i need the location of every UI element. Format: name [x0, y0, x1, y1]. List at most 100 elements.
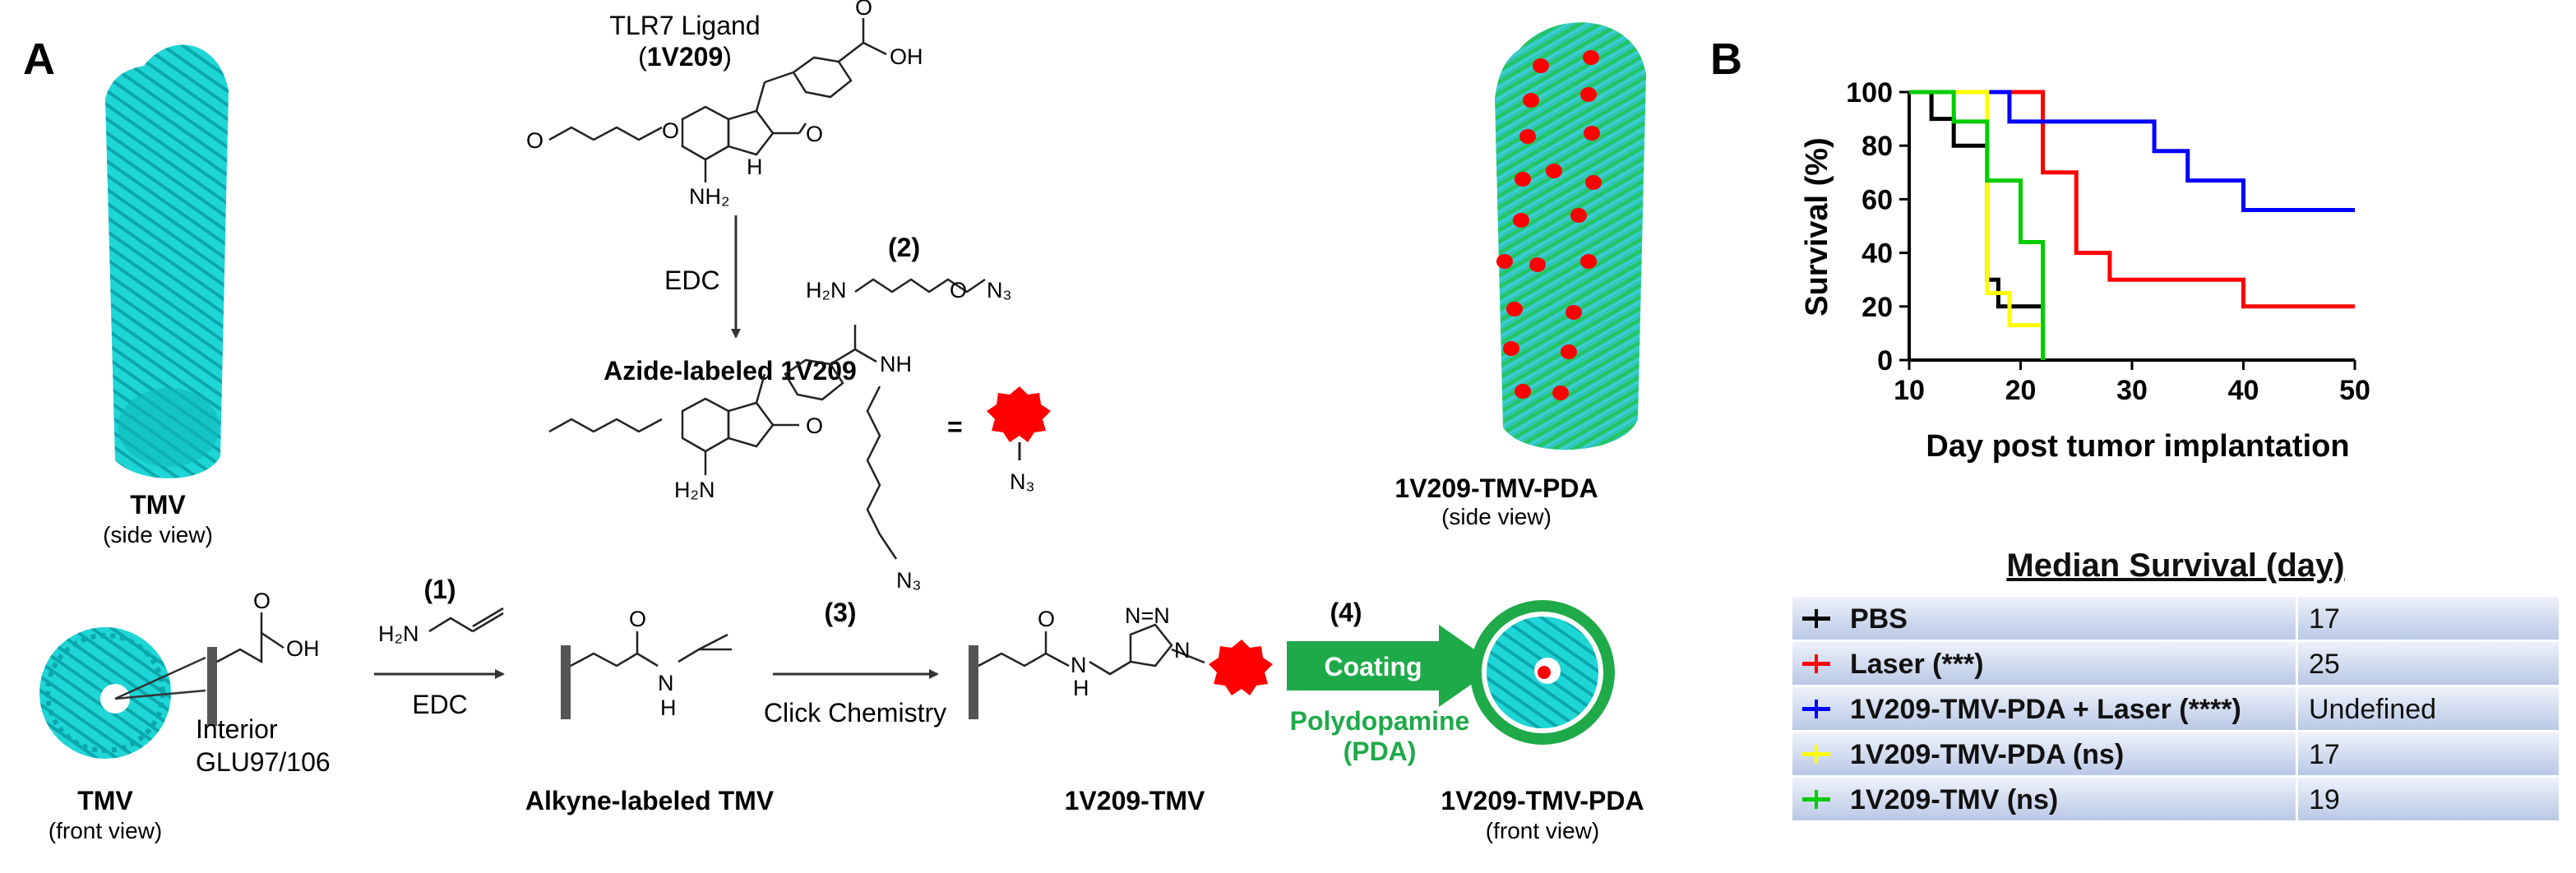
step4-reagent-2: (PDA) — [1343, 737, 1417, 766]
median-table-row: 1V209-TMV (ns) 19 — [1792, 778, 2559, 823]
propargylamine-structure — [428, 607, 504, 633]
chart-series — [1909, 90, 2355, 360]
step1-reagent: EDC — [412, 690, 468, 719]
y-tick-label: 40 — [1861, 238, 1893, 270]
median-row-group: Laser (***) — [1850, 649, 1984, 680]
triazole-atoms-5: N — [1174, 638, 1191, 663]
step4-reagent-1: Polydopamine — [1290, 706, 1470, 736]
triazole-atoms-3: H — [1073, 676, 1089, 700]
panel-label-a: A — [23, 35, 55, 84]
series-line-4 — [1909, 90, 2046, 360]
step2-reagent: EDC — [664, 266, 720, 295]
ligand-atoms-2: O — [662, 118, 679, 143]
y-tick-label: 80 — [1861, 131, 1893, 162]
median-row-group: 1V209-TMV (ns) — [1850, 784, 2059, 815]
ligand-atoms-3: NH₂ — [689, 184, 729, 209]
legend-line-key — [1802, 700, 1830, 718]
series-line-5 — [1909, 90, 2046, 360]
ligand-atoms-7: H — [747, 155, 763, 179]
alkyne-structure — [570, 631, 732, 667]
legend-line-key — [1802, 790, 1830, 809]
triazole-atoms-4: N=N — [1125, 603, 1170, 628]
median-table-row: Laser (***) 25 — [1792, 642, 2559, 687]
tmv-front-view-caption: (front view) — [49, 818, 162, 843]
glu-atoms-2: OH — [286, 636, 320, 661]
legend-line-key — [1802, 609, 1830, 628]
azide-atoms-3: H₂N — [674, 478, 715, 502]
glu-atoms-1: O — [253, 589, 271, 613]
x-tick-label: 10 — [1894, 375, 1925, 406]
triazole-atoms-2: N — [1071, 653, 1087, 677]
median-row-value: Undefined — [2309, 694, 2437, 725]
ligand-dots — [1496, 50, 1602, 400]
linker-atoms-3: N₃ — [987, 278, 1012, 303]
step3-number: (3) — [824, 598, 856, 627]
median-row-value: 17 — [2309, 739, 2340, 770]
median-row-value: 17 — [2309, 603, 2340, 635]
azide-atoms-1: NH — [880, 352, 912, 376]
ligand-name: (1V209) — [638, 42, 732, 72]
legend-line-key — [1802, 654, 1830, 673]
x-tick-label: 50 — [2339, 375, 2370, 406]
median-row-divider — [2296, 778, 2298, 820]
propargylamine-atoms: H₂N — [378, 621, 419, 646]
y-tick-label: 0 — [1877, 345, 1893, 376]
ligand-atoms-1: O — [526, 128, 543, 153]
alkyne-atoms-2: N — [658, 671, 674, 695]
panel-label-b: B — [1710, 35, 1742, 84]
chart-x-axis-label: Day post tumor implantation — [1926, 429, 2349, 464]
glu-carboxyl-structure — [216, 612, 284, 664]
ligand-atoms-4: O — [806, 122, 823, 146]
step4-number: (4) — [1330, 598, 1362, 627]
interior-label-1: Interior — [196, 714, 278, 744]
x-tick-label: 30 — [2116, 375, 2148, 406]
azide-title: Azide-labeled 1V209 — [604, 356, 857, 386]
median-row-group: PBS — [1850, 603, 1908, 635]
median-row-divider — [2296, 642, 2298, 685]
median-row-value: 19 — [2309, 784, 2340, 815]
tmv-front-name: TMV — [77, 786, 133, 815]
alkyne-atoms-3: H — [660, 695, 677, 720]
pda-side-name: 1V209-TMV-PDA — [1394, 473, 1598, 503]
series-line-1 — [1909, 90, 2046, 360]
y-tick-label: 60 — [1861, 184, 1893, 215]
pda-front-view-image — [1470, 600, 1615, 745]
amino-oxy-linker-structure — [854, 278, 986, 293]
tmv-side-name: TMV — [130, 490, 186, 520]
tmv-front-view-image — [39, 627, 206, 759]
linker-atoms-2: O — [950, 278, 967, 303]
x-tick-label: 20 — [2005, 375, 2037, 406]
alkyne-tmv-name: Alkyne-labeled TMV — [525, 786, 775, 815]
median-row-divider — [2296, 597, 2298, 640]
azide-atoms-4: O — [806, 413, 823, 438]
equals-sign: = — [947, 412, 963, 441]
triazole-atoms-1: O — [1038, 607, 1055, 631]
median-row-divider — [2296, 687, 2298, 730]
median-table-row: 1V209-TMV-PDA (ns) 17 — [1792, 732, 2559, 778]
interior-label-2: GLU97/106 — [196, 747, 331, 777]
tmv-wall-block — [207, 647, 217, 726]
median-row-value: 25 — [2309, 649, 2340, 680]
ligand-atoms-5: O — [855, 0, 872, 20]
median-row-group: 1V209-TMV-PDA (ns) — [1850, 739, 2125, 770]
v209tmv-name: 1V209-TMV — [1065, 786, 1205, 815]
legend-line-key — [1802, 745, 1830, 764]
alkyne-tmv-wall-block — [561, 645, 571, 719]
linker-atoms-1: H₂N — [806, 278, 846, 303]
chart-y-axis-label: Survival (%) — [1800, 137, 1834, 316]
azide-atoms-2: N₃ — [896, 568, 922, 593]
median-row-group: 1V209-TMV-PDA + Laser (****) — [1850, 694, 2241, 725]
alkyne-atoms-1: O — [629, 607, 646, 631]
ligand-structure — [548, 18, 887, 182]
y-tick-label: 20 — [1861, 292, 1893, 323]
step2-number: (2) — [888, 233, 920, 262]
series-line-3 — [1909, 90, 2355, 212]
pda-side-view-caption: (side view) — [1441, 504, 1552, 529]
median-table-row: PBS 17 — [1792, 597, 2559, 642]
median-table-title: Median Survival (day) — [2006, 547, 2345, 584]
triazole-structure — [978, 623, 1205, 676]
series-line-2 — [1909, 90, 2355, 309]
